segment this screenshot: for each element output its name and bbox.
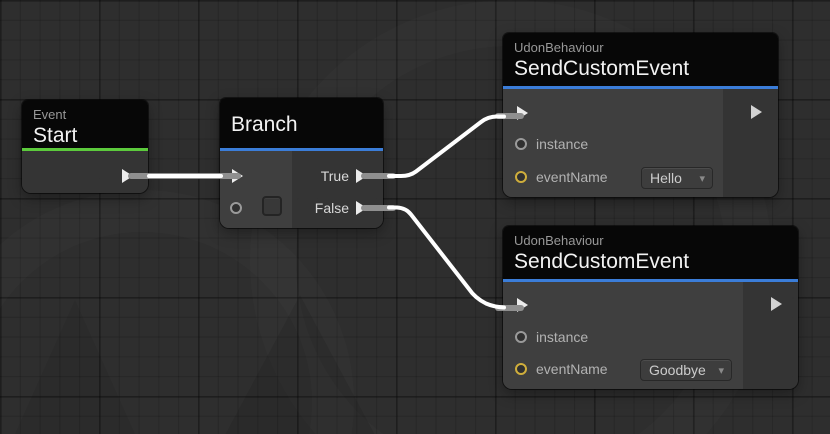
instance-label: instance [536, 136, 589, 152]
node-start-header: Event Start [22, 100, 148, 151]
node-send-hello-title: SendCustomEvent [514, 57, 690, 80]
dropdown-caret-icon: ▾ [699, 172, 705, 185]
node-send-goodbye-title: SendCustomEvent [514, 250, 690, 273]
node-branch-header: Branch [220, 98, 383, 151]
event-name-label: eventName [536, 361, 608, 377]
branch-false-label: False [314, 200, 349, 216]
node-send-hello-category: UdonBehaviour [514, 40, 604, 55]
node-send-goodbye-header: UdonBehaviour SendCustomEvent [503, 226, 798, 282]
event-name-label: eventName [536, 169, 608, 185]
node-send-custom-event-goodbye[interactable]: UdonBehaviour SendCustomEvent instance e… [503, 226, 798, 389]
wire-branch-true-to-send-hello[interactable] [387, 114, 506, 178]
flow-out-port-icon[interactable] [771, 297, 782, 311]
event-name-dropdown-value: Hello [650, 170, 682, 186]
wire-branch-false-to-send-goodbye[interactable] [387, 205, 506, 310]
node-send-goodbye-body: instance eventName Goodbye ▾ [503, 282, 798, 389]
flow-out-port-icon[interactable] [122, 169, 133, 183]
node-send-goodbye-category: UdonBehaviour [514, 233, 604, 248]
condition-checkbox[interactable] [262, 196, 282, 216]
node-start-body [22, 151, 148, 193]
node-start-title: Start [33, 124, 78, 147]
node-send-hello-header: UdonBehaviour SendCustomEvent [503, 33, 778, 89]
flow-in-port-icon[interactable] [517, 106, 528, 120]
node-branch[interactable]: Branch True False [220, 98, 383, 228]
event-name-dropdown-value: Goodbye [649, 362, 706, 378]
event-name-dropdown[interactable]: Hello ▾ [641, 167, 713, 189]
node-start[interactable]: Event Start [22, 100, 148, 193]
event-name-port-icon[interactable] [515, 171, 527, 183]
node-start-category: Event [33, 107, 67, 122]
flow-out-port-icon[interactable] [751, 105, 762, 119]
event-name-port-icon[interactable] [515, 363, 527, 375]
instance-port-icon[interactable] [515, 138, 527, 150]
instance-port-icon[interactable] [515, 331, 527, 343]
node-branch-body: True False [220, 151, 383, 228]
node-send-custom-event-hello[interactable]: UdonBehaviour SendCustomEvent instance e… [503, 33, 778, 197]
flow-in-port-icon[interactable] [517, 298, 528, 312]
instance-label: instance [536, 329, 589, 345]
branch-true-label: True [320, 168, 349, 184]
event-name-dropdown[interactable]: Goodbye ▾ [640, 359, 732, 381]
dropdown-caret-icon: ▾ [718, 364, 724, 377]
condition-port-icon[interactable] [230, 202, 242, 214]
node-branch-title: Branch [231, 113, 298, 136]
node-send-hello-body: instance eventName Hello ▾ [503, 89, 778, 197]
